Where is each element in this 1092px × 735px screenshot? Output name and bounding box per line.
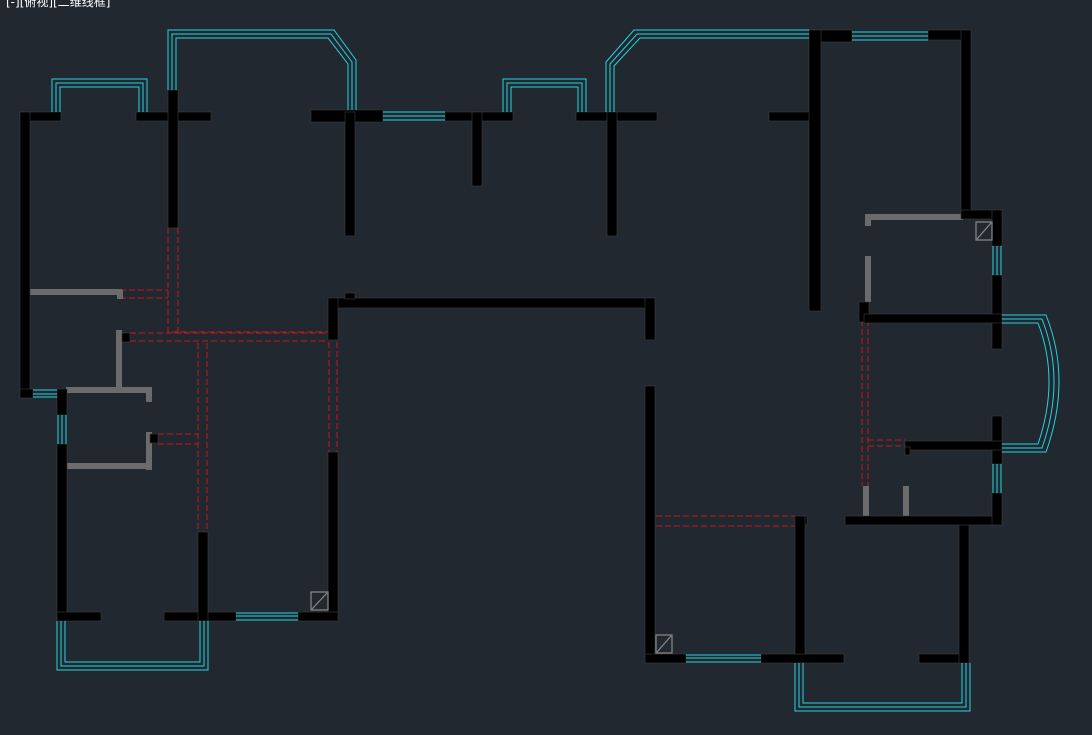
viewport-control-label[interactable]: [-][俯视][二维线框] [6, 0, 111, 9]
shaft-symbol-lower-left [310, 591, 329, 611]
structural-walls [19, 29, 1003, 664]
shaft-symbol-lower-right [655, 634, 673, 654]
demolition-lines [120, 228, 905, 532]
shaft-symbol-upper-right [975, 221, 993, 241]
windows [33, 29, 1060, 712]
partition-walls [30, 214, 963, 518]
shaft-symbols [310, 221, 993, 654]
